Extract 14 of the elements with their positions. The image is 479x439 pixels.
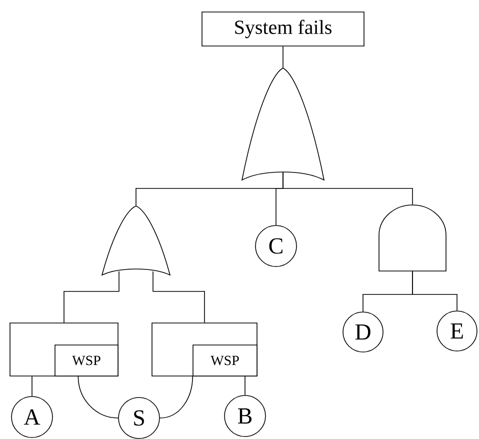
label-box: WSP	[192, 344, 258, 376]
connector-line	[160, 376, 193, 418]
connector-line	[282, 46, 284, 68]
connector-line	[78, 376, 118, 418]
connector-line	[64, 271, 120, 323]
connector-line	[244, 376, 246, 396]
connector-line	[152, 271, 205, 323]
and-gate	[378, 204, 446, 272]
or-gate	[242, 68, 324, 180]
connector-line	[282, 172, 413, 205]
or-gate	[102, 206, 170, 276]
connector-line	[412, 271, 458, 311]
event-box: System fails	[202, 12, 364, 46]
label-box: WSP	[54, 344, 118, 376]
